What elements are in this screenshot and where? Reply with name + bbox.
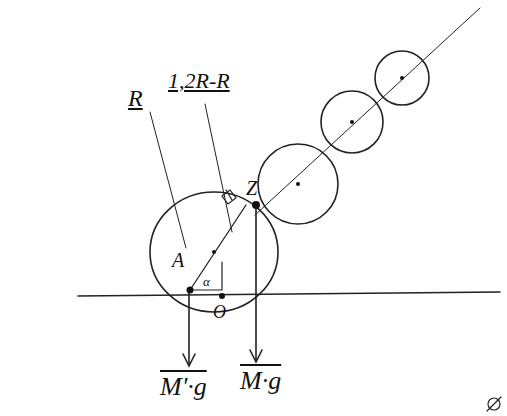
arrow-head	[183, 354, 195, 366]
scribble	[222, 190, 236, 204]
ground-line	[78, 292, 500, 296]
center-dot	[296, 182, 300, 186]
leader-line	[205, 104, 232, 232]
point	[187, 287, 194, 294]
leader-line	[150, 112, 186, 248]
force-line	[255, 206, 257, 360]
lever-line	[190, 205, 246, 290]
point	[219, 293, 225, 299]
center-dot	[350, 120, 354, 124]
center-dot	[400, 76, 404, 80]
point	[252, 201, 260, 209]
ball	[150, 192, 278, 312]
dimension-label: 1,2R-R	[168, 70, 230, 92]
force-label: M'·g	[160, 374, 207, 400]
force-label: M·g	[240, 368, 281, 394]
point-label: O	[213, 303, 226, 321]
angle-label: α	[203, 275, 210, 288]
point-label: A	[172, 250, 184, 270]
dimension-label: R	[128, 86, 143, 110]
force-line	[188, 292, 190, 364]
lever-line	[190, 262, 222, 290]
ball	[321, 91, 383, 153]
axis-line	[255, 8, 480, 215]
arrow-head	[250, 350, 262, 362]
center-dot	[212, 250, 216, 254]
point-label: Z	[246, 178, 257, 198]
ball	[258, 144, 338, 224]
corner-mark	[487, 397, 501, 411]
corner-mark	[488, 398, 500, 410]
